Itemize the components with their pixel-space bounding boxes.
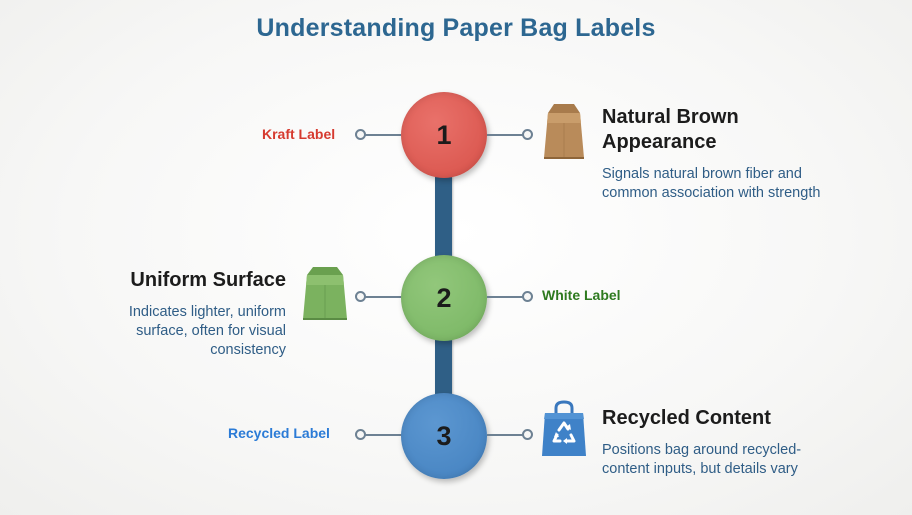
step-3-left-connector: [365, 434, 402, 436]
step-2-left-connector: [365, 296, 402, 298]
recycle-shopping-bag-icon: [542, 400, 586, 456]
step-1-left-connector: [365, 134, 401, 136]
step-1-right-connector: [487, 134, 523, 136]
green-paper-bag-icon: [303, 267, 347, 320]
step-1-label: Kraft Label: [262, 126, 336, 142]
step-1-right-connector-dot: [522, 129, 533, 140]
step-2-label: White Label: [542, 287, 621, 303]
page-title: Understanding Paper Bag Labels: [256, 14, 656, 42]
step-3-number: 3: [436, 420, 452, 451]
step-2-right-connector: [487, 296, 523, 298]
step-1-number: 1: [436, 119, 452, 150]
step-3-label: Recycled Label: [228, 425, 330, 441]
step-2-number: 2: [436, 282, 452, 313]
step-3-right-connector: [487, 434, 523, 436]
step-2-heading: Uniform Surface: [130, 269, 286, 291]
step-1-description: Signals natural brown fiber and common a…: [602, 166, 821, 201]
brown-paper-bag-icon: [544, 104, 584, 159]
step-3-description: Positions bag around recycled-content in…: [602, 442, 802, 477]
step-2-description: Indicates lighter, uniform surface, ofte…: [128, 304, 286, 358]
step-1-heading: Natural Brown Appearance: [602, 106, 739, 153]
step-1-circle: 1: [401, 92, 487, 178]
step-2-right-connector-dot: [522, 291, 533, 302]
step-3-circle: 3: [401, 393, 487, 479]
step-3-heading: Recycled Content: [602, 407, 771, 429]
step-2-circle: 2: [401, 255, 487, 341]
step-3-right-connector-dot: [522, 429, 533, 440]
